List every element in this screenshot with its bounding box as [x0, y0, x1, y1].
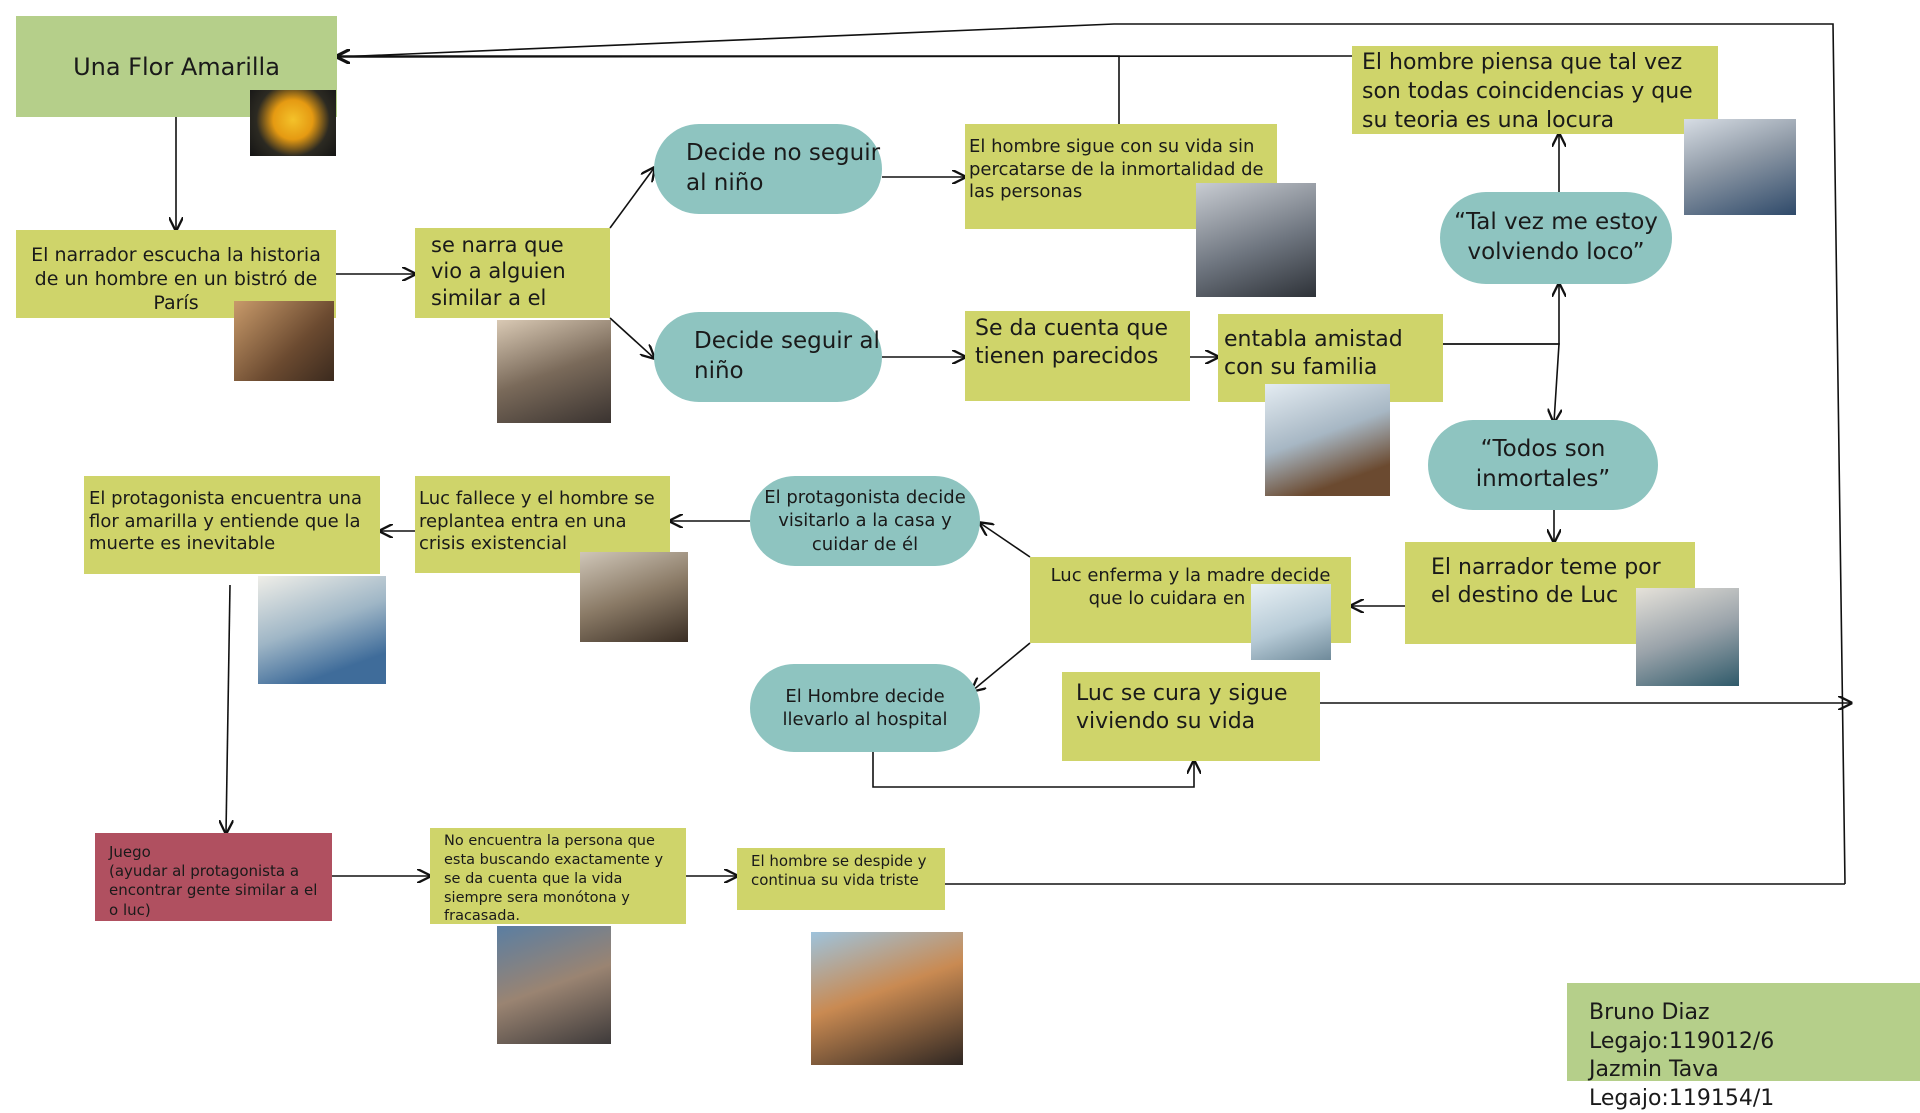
title-box: Una Flor Amarilla — [16, 16, 337, 117]
node-decide-seguir: Decide seguir al niño — [654, 312, 882, 402]
node-se-despide: El hombre se despide y continua su vida … — [737, 848, 945, 910]
node-juego: Juego (ayudar al protagonista a encontra… — [95, 833, 332, 921]
node-se-da-cuenta: Se da cuenta que tienen parecidos — [965, 311, 1190, 401]
credits-box: Bruno Diaz Legajo:119012/6 Jazmin Tava L… — [1567, 983, 1920, 1111]
node-narrador-escucha: El narrador escucha la historia de un ho… — [16, 230, 336, 318]
node-luc-se-cura: Luc se cura y sigue viviendo su vida — [1062, 672, 1320, 761]
node-piensa-coincidencias: El hombre piensa que tal vez son todas c… — [1352, 46, 1718, 134]
sad-oldman-image — [497, 926, 611, 1044]
node-todos-inmortales: “Todos son inmortales” — [1428, 420, 1658, 510]
worried-oldman-image — [1636, 588, 1739, 686]
node-luc-enferma: Luc enferma y la madre decide que lo cui… — [1030, 557, 1351, 643]
grave-scene-image — [580, 552, 688, 642]
node-decide-visitarlo: El protagonista decide visitarlo a la ca… — [750, 476, 980, 566]
node-decide-no-seguir: Decide no seguir al niño — [654, 124, 882, 214]
oldman-flower-image — [258, 576, 386, 684]
boy-grandfather-image — [1265, 384, 1390, 496]
farewell-scene-image — [811, 932, 963, 1065]
bistro-scene-image — [234, 301, 334, 381]
node-llevarlo-hospital: El Hombre decide llevarlo al hospital — [750, 664, 980, 752]
node-se-narra: se narra que vio a alguien similar a el — [415, 228, 610, 318]
node-volviendo-loco: “Tal vez me estoy volviendo loco” — [1440, 192, 1672, 284]
node-luc-fallece: Luc fallece y el hombre se replantea ent… — [415, 476, 670, 573]
yellow-flower-image — [250, 90, 336, 156]
credit-line-2: Jazmin Tava Legajo:119154/1 — [1589, 1057, 1775, 1111]
credit-line-1: Bruno Diaz Legajo:119012/6 — [1589, 1000, 1775, 1054]
node-sigue-su-vida: El hombre sigue con su vida sin percatar… — [965, 124, 1277, 229]
bus-oldman-image — [1196, 183, 1316, 297]
bus-scene-image — [497, 320, 611, 423]
node-encuentra-flor: El protagonista encuentra una flor amari… — [84, 476, 380, 574]
connector-lines — [0, 23, 1920, 885]
thinking-oldman-image — [1684, 119, 1796, 215]
sick-child-image — [1251, 584, 1331, 660]
node-entabla-amistad: entabla amistad con su familia — [1218, 314, 1443, 402]
title-text: Una Flor Amarilla — [73, 52, 280, 81]
node-no-encuentra: No encuentra la persona que esta buscand… — [430, 828, 686, 924]
